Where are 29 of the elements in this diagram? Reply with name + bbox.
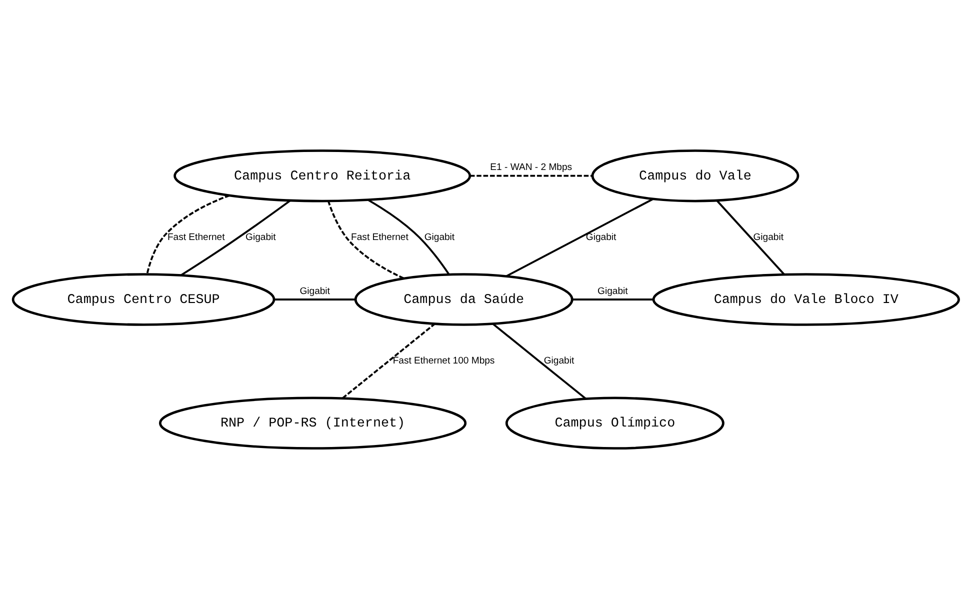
node-ellipse: Campus do Vale bbox=[591, 148, 800, 202]
edge-label: Gigabit bbox=[753, 232, 784, 243]
connector bbox=[180, 199, 291, 276]
connector bbox=[342, 322, 436, 399]
connector bbox=[274, 298, 356, 300]
edge-label: E1 - WAN - 2 Mbps bbox=[490, 162, 572, 173]
node-ellipse: Campus Centro CESUP bbox=[12, 272, 276, 326]
connector bbox=[367, 198, 450, 274]
connector bbox=[572, 298, 654, 300]
edge-label: Gigabit bbox=[586, 232, 616, 243]
node-ellipse: Campus Centro Reitoria bbox=[174, 148, 472, 202]
connector bbox=[470, 174, 592, 176]
edge-label: Fast Ethernet bbox=[351, 232, 408, 243]
edge-label: Gigabit bbox=[544, 355, 574, 366]
edge-label: Gigabit bbox=[300, 285, 330, 296]
node-ellipse: Campus da Saúde bbox=[354, 272, 574, 326]
node-ellipse: Campus do Vale Bloco IV bbox=[652, 272, 960, 326]
connector bbox=[327, 200, 405, 279]
connector bbox=[506, 198, 654, 277]
edge-label: Gigabit bbox=[598, 285, 628, 296]
edge-label: Gigabit bbox=[246, 232, 276, 243]
node-ellipse: RNP / POP-RS (Internet) bbox=[158, 396, 467, 450]
node-ellipse: Campus Olímpico bbox=[505, 396, 724, 450]
connector bbox=[146, 194, 230, 274]
connector bbox=[492, 322, 587, 400]
edge-label: Fast Ethernet 100 Mbps bbox=[392, 355, 495, 366]
connector bbox=[716, 199, 785, 275]
edge-label: Gigabit bbox=[424, 232, 455, 243]
edge-label: Fast Ethernet bbox=[167, 232, 225, 243]
